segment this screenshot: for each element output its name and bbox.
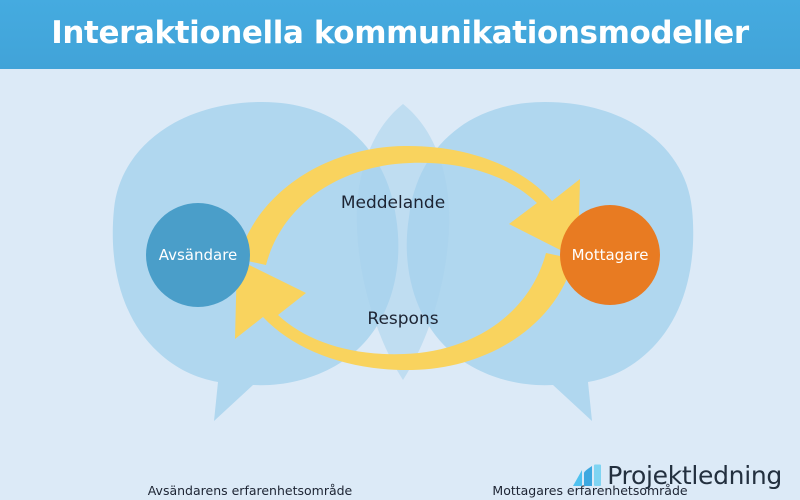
response-flow-label: Respons [367,309,439,329]
header-bar: Interaktionella kommunikationsmodeller [0,0,800,69]
diagram-canvas [0,69,800,500]
brand-logo: Projektledning [572,463,782,488]
message-flow-label: Meddelande [340,193,446,213]
communication-model-diagram: Avsändare Mottagare Meddelande Respons A… [0,69,800,500]
message-arrow [238,145,580,265]
brand-name: Projektledning [607,461,782,490]
sender-node[interactable] [146,203,250,307]
shared-experience-overlap [356,104,450,380]
sender-experience-caption: Avsändarens erfarenhetsområde [147,483,353,498]
response-arrow [235,253,574,371]
receiver-experience-caption: Mottagares erfarenhetsområde [492,483,688,498]
bar-chart-icon [573,464,602,486]
receiver-node[interactable] [560,205,660,305]
page-title: Interaktionella kommunikationsmodeller [51,15,749,51]
